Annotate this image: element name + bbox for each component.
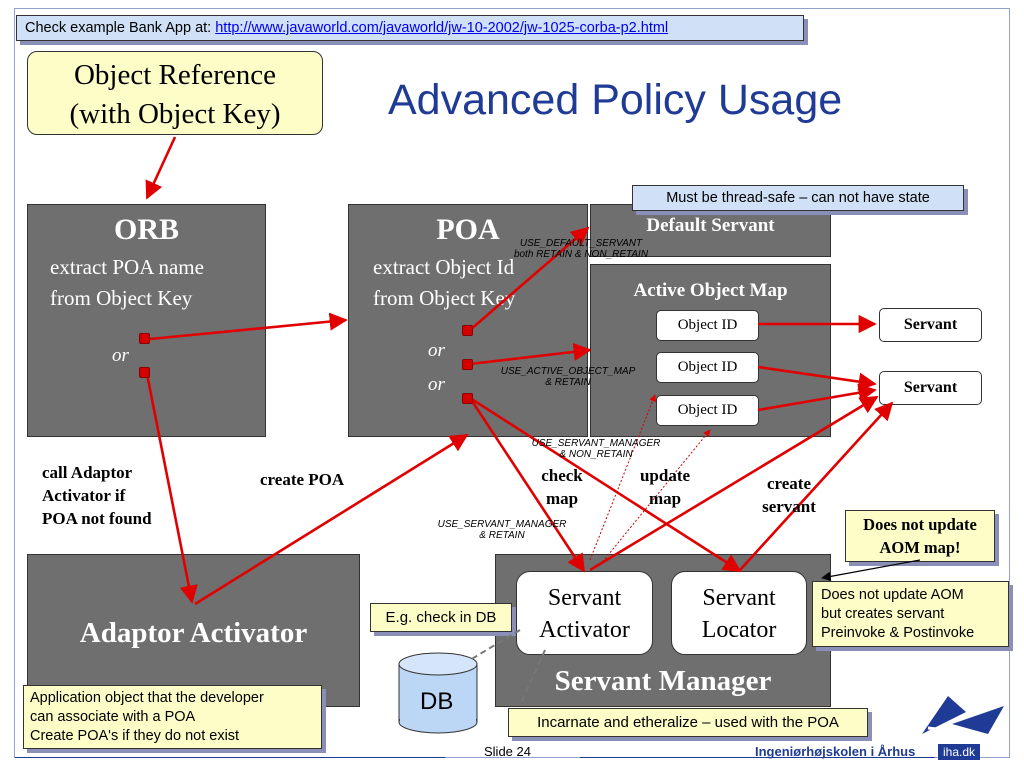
- policy-default-servant: USE_DEFAULT_SERVANT both RETAIN & NON_RE…: [506, 238, 656, 260]
- call-adaptor-line2: Activator if: [42, 486, 126, 505]
- policy-sm-retain-line1: USE_SERVANT_MANAGER: [437, 519, 567, 530]
- iha-logo-mark: [922, 696, 1004, 734]
- policy-sm-nonretain-line1: USE_SERVANT_MANAGER: [531, 438, 661, 449]
- call-adaptor-label: call Adaptor Activator if POA not found: [42, 461, 152, 530]
- servant-locator-line2: Locator: [701, 617, 777, 643]
- policy-sm-retain-line2: & RETAIN: [479, 530, 525, 541]
- create-poa-label: create POA: [260, 470, 345, 489]
- object-id-1: Object ID: [656, 310, 759, 341]
- poa-or-1: or: [428, 340, 445, 361]
- slide-number: Slide 24: [484, 744, 531, 759]
- orb-line2: from Object Key: [50, 286, 193, 310]
- not-update-line2: AOM map!: [879, 538, 961, 557]
- header-note: Check example Bank App at: http://www.ja…: [16, 15, 804, 41]
- app-object-line3: Create POA's if they do not exist: [30, 728, 240, 744]
- poa-line2: from Object Key: [373, 286, 516, 310]
- servant-activator-box: Servant Activator: [516, 571, 653, 655]
- not-update-aom-bold-note: Does not update AOM map!: [845, 510, 995, 562]
- poa-dot-1: [462, 325, 473, 336]
- object-reference-line2: (with Object Key): [69, 98, 281, 130]
- orb-line1: extract POA name: [50, 255, 204, 279]
- update-map-label: update map: [630, 464, 700, 510]
- update-map-line1: update: [639, 466, 691, 485]
- object-reference-box: Object Reference (with Object Key): [27, 51, 323, 135]
- create-servant-label: create servant: [752, 472, 826, 518]
- thread-safe-note: Must be thread-safe – can not have state: [632, 185, 964, 211]
- orb-dot-1: [139, 333, 150, 344]
- servant-locator-box: Servant Locator: [671, 571, 807, 655]
- orb-dot-2: [139, 367, 150, 378]
- default-servant-title: Default Servant: [646, 215, 775, 236]
- policy-default-line1: USE_DEFAULT_SERVANT: [519, 238, 643, 249]
- policy-sm-nonretain-line2: & NON_RETAIN: [559, 449, 633, 460]
- incarnate-note: Incarnate and etheralize – used with the…: [508, 708, 868, 737]
- check-map-label: check map: [534, 464, 590, 510]
- not-update-line1: Does not update: [863, 515, 977, 534]
- db-label: DB: [420, 688, 454, 715]
- servant-manager-title: Servant Manager: [554, 665, 772, 697]
- object-id-3: Object ID: [656, 395, 759, 426]
- policy-sm-retain: USE_SERVANT_MANAGER & RETAIN: [422, 519, 582, 541]
- servant-activator-line1: Servant: [547, 585, 622, 611]
- check-map-line2: map: [545, 489, 579, 508]
- iha-logo: iha.dk: [918, 684, 1008, 764]
- no-update-aom-note: Does not update AOM but creates servant …: [812, 581, 1009, 647]
- header-prefix: Check example Bank App at:: [25, 20, 216, 36]
- servant-locator-line1: Servant: [702, 585, 776, 611]
- create-servant-line2: servant: [762, 497, 816, 516]
- no-update-aom-line1: Does not update AOM: [821, 587, 964, 603]
- school-name: Ingeniørhøjskolen i Århus: [755, 744, 916, 759]
- policy-default-line2: both RETAIN & NON_RETAIN: [513, 249, 649, 260]
- object-id-2: Object ID: [656, 352, 759, 383]
- policy-aom: USE_ACTIVE_OBJECT_MAP & RETAIN: [488, 366, 648, 388]
- default-servant-box: Default Servant: [590, 204, 831, 257]
- no-update-aom-line3: Preinvoke & Postinvoke: [821, 625, 975, 641]
- app-object-line1: Application object that the developer: [30, 690, 264, 706]
- create-servant-line1: create: [766, 474, 812, 493]
- slide-title: Advanced Policy Usage: [388, 76, 843, 124]
- check-map-line1: check: [541, 466, 583, 485]
- servant-2: Servant: [879, 371, 982, 405]
- footer-line-left: [15, 757, 445, 758]
- app-object-line2: can associate with a POA: [30, 709, 196, 725]
- update-map-line2: map: [648, 489, 682, 508]
- poa-dot-2: [462, 359, 473, 370]
- object-reference-line1: Object Reference: [73, 59, 277, 91]
- call-adaptor-line3: POA not found: [42, 509, 152, 528]
- orb-box: ORB extract POA name from Object Key: [27, 204, 266, 437]
- policy-aom-line1: USE_ACTIVE_OBJECT_MAP: [500, 366, 636, 377]
- slide-frame: [14, 8, 1010, 758]
- servant-activator-line2: Activator: [539, 617, 630, 643]
- aom-title: Active Object Map: [633, 280, 788, 301]
- app-object-note: Application object that the developer ca…: [23, 685, 322, 749]
- no-update-aom-line2: but creates servant: [821, 606, 945, 622]
- check-db-note: E.g. check in DB: [370, 603, 512, 632]
- db-cylinder: [398, 652, 478, 734]
- adaptor-activator-title: Adaptor Activator: [79, 617, 308, 649]
- policy-sm-nonretain: USE_SERVANT_MANAGER & NON_RETAIN: [516, 438, 676, 460]
- poa-or-2: or: [428, 374, 445, 395]
- orb-title: ORB: [113, 213, 179, 246]
- policy-aom-line2: & RETAIN: [545, 377, 591, 388]
- orb-or: or: [112, 345, 129, 366]
- bank-app-link[interactable]: http://www.javaworld.com/javaworld/jw-10…: [215, 20, 669, 36]
- call-adaptor-line1: call Adaptor: [42, 463, 133, 482]
- iha-logo-badge: iha.dk: [938, 744, 981, 760]
- footer-line-right: [580, 757, 935, 758]
- poa-dot-3: [462, 393, 473, 404]
- servant-1: Servant: [879, 308, 982, 342]
